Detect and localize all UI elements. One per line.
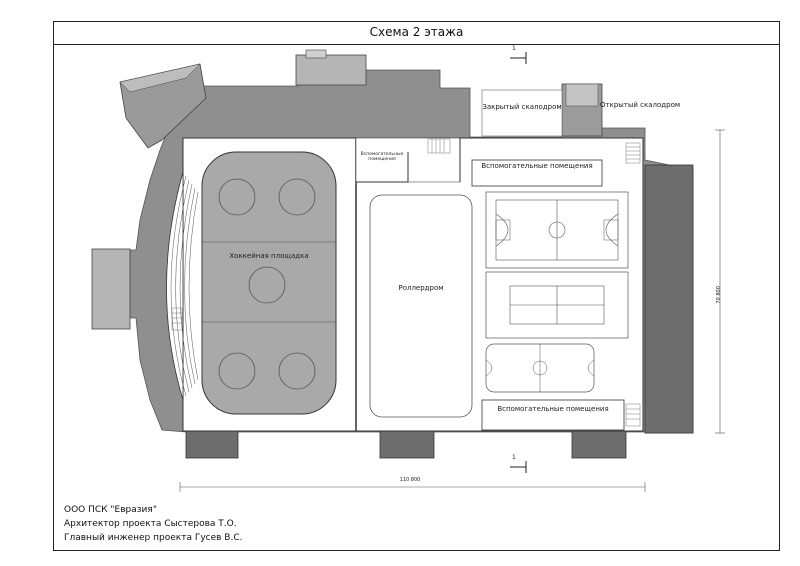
section-mark-top-label: 1 — [512, 45, 516, 52]
closed-climbing-label: Закрытый скалодром — [482, 103, 562, 111]
block-s3 — [571, 429, 627, 459]
section-mark-top — [510, 52, 527, 64]
wing-east — [644, 164, 694, 434]
engineer-credit: Главный инженер проекта Гусев В.С. — [64, 533, 243, 543]
title-divider — [53, 44, 780, 45]
dimension-height-label: 70 800 — [716, 286, 723, 304]
page-title: Схема 2 этажа — [369, 25, 464, 39]
dimension-width-label: 110 800 — [399, 477, 421, 483]
block-s1 — [185, 429, 239, 459]
hockey-label: Хоккейная площадка — [229, 252, 309, 260]
company-name: ООО ПСК "Евразия" — [64, 505, 157, 515]
stairs-ne — [171, 138, 641, 427]
dimension-height — [715, 129, 725, 434]
roller-rink — [369, 194, 473, 418]
hockey-rink — [201, 151, 337, 415]
dimension-width — [179, 482, 646, 492]
section-mark-bottom-label: 1 — [512, 454, 516, 461]
aux-bottom-label: Вспомогательные помещения — [497, 405, 609, 413]
entrance-block-n — [295, 54, 367, 86]
block-s2 — [379, 429, 435, 459]
stands-area — [166, 171, 184, 401]
section-mark-bottom — [510, 461, 527, 473]
closed-climbing-room — [481, 89, 563, 137]
open-climbing-label: Открытый скалодром — [600, 101, 681, 109]
architect-credit: Архитектор проекта Сыстерова Т.О. — [64, 519, 237, 529]
aux-top-label: Вспомогательные помещения — [481, 162, 593, 170]
roller-label: Роллердром — [398, 284, 444, 292]
entrance-block-w — [91, 248, 131, 330]
aux-small-label: Вспомогательные помещения — [360, 152, 404, 163]
drawing-frame — [53, 21, 780, 551]
